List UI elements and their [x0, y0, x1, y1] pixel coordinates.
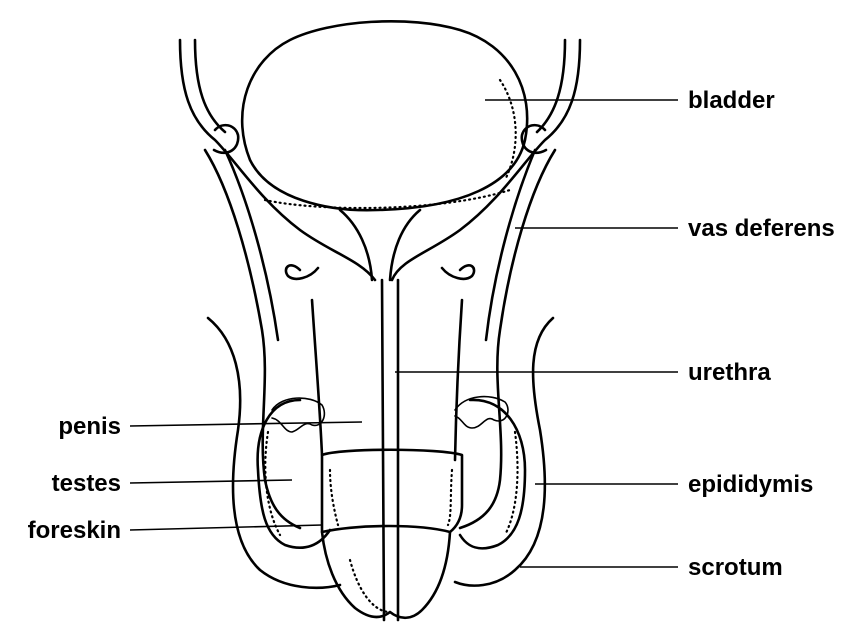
leader-foreskin [130, 525, 322, 530]
leader-testes [130, 480, 292, 483]
label-epididymis: epididymis [688, 471, 813, 498]
label-scrotum: scrotum [688, 554, 783, 581]
label-urethra: urethra [688, 359, 771, 386]
vas-deferens-right [392, 40, 580, 528]
penis-shaft [312, 300, 462, 460]
label-penis: penis [58, 413, 121, 440]
foreskin-glans [322, 450, 462, 618]
bladder-neck [340, 210, 420, 280]
leader-penis [130, 422, 362, 426]
label-testes: testes [52, 470, 121, 497]
label-foreskin: foreskin [28, 517, 121, 544]
bladder-shape [242, 21, 527, 210]
label-bladder: bladder [688, 87, 775, 114]
vas-deferens-left [180, 40, 375, 528]
label-vas-deferens: vas deferens [688, 215, 835, 242]
